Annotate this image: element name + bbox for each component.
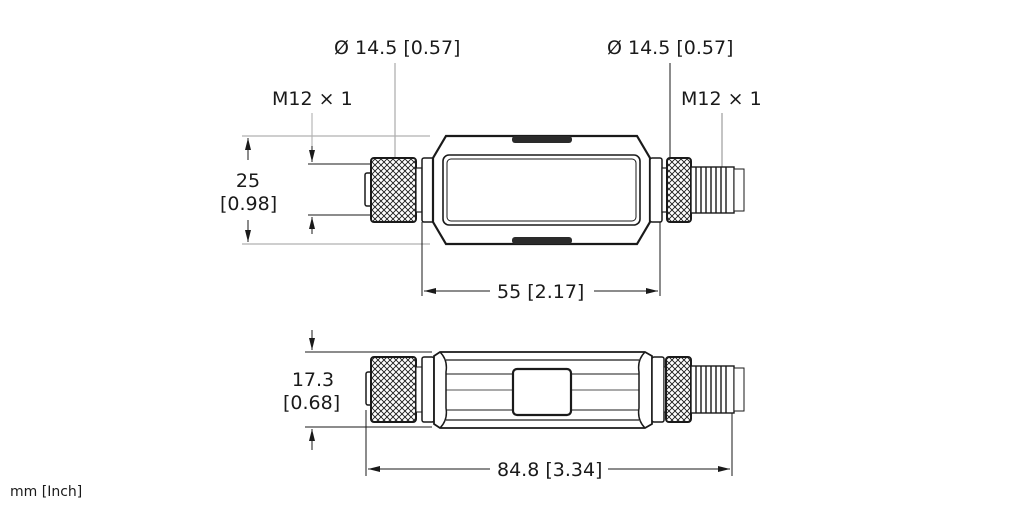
side-view	[305, 330, 745, 476]
units-note: mm [Inch]	[10, 484, 83, 500]
top-view	[242, 63, 745, 296]
right-thread-label: M12 × 1	[681, 88, 762, 110]
right-diameter-label: Ø 14.5 [0.57]	[607, 37, 734, 59]
height-in-label: [0.98]	[220, 193, 278, 215]
side-height-mm-label: 17.3	[291, 369, 335, 391]
overall-length-label: 84.8 [3.34]	[497, 459, 603, 481]
left-diameter-label: Ø 14.5 [0.57]	[334, 37, 461, 59]
left-thread-label: M12 × 1	[272, 88, 353, 110]
height-mm-label: 25	[235, 170, 261, 192]
side-height-in-label: [0.68]	[283, 392, 341, 414]
body-length-label: 55 [2.17]	[497, 281, 585, 303]
